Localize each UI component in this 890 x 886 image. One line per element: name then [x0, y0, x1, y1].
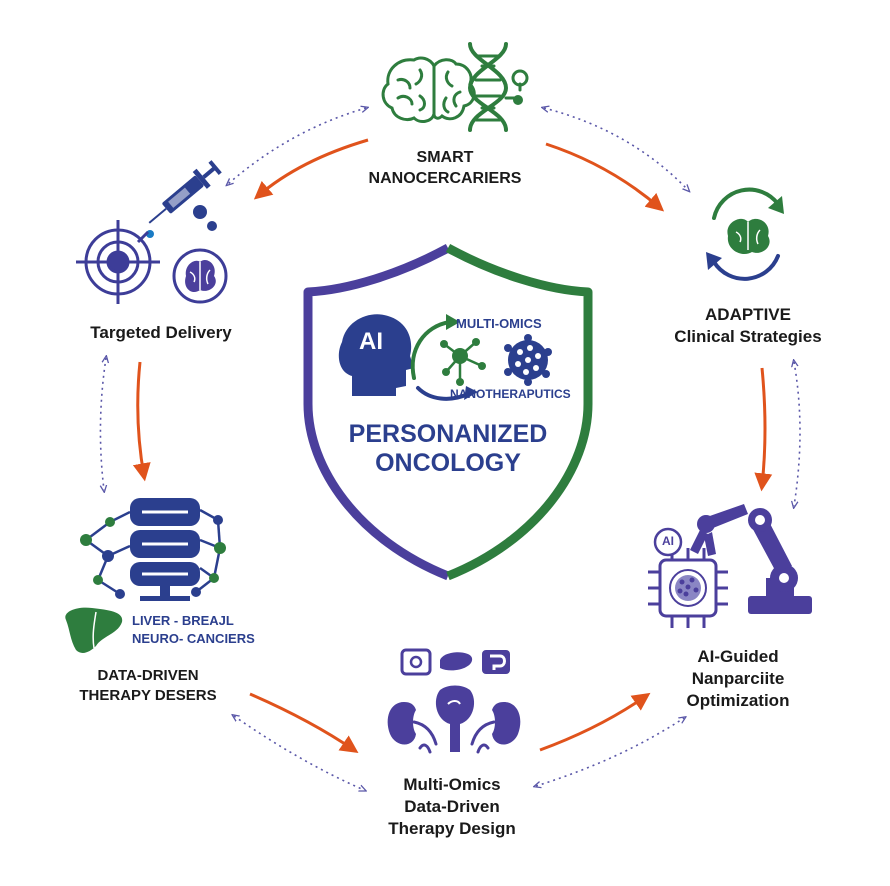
node-ai-guided-optimization: AI-Guided Nanparciite Optimization [686, 647, 790, 711]
node-targeted-delivery: Targeted Delivery [90, 323, 232, 342]
arrow-data-to-bottom [249, 692, 359, 754]
organs-icon [387, 648, 521, 754]
dotted-smart-adaptive [544, 108, 688, 190]
arrow-smart-to-adaptive [545, 142, 665, 212]
network-icon [80, 508, 226, 599]
arrow-targeted-to-data [132, 361, 151, 482]
target-icon [76, 220, 160, 304]
nanotherapeutics-label: NANOTHERAPUTICS [450, 387, 571, 401]
syringe-icon [146, 160, 222, 238]
chip-icon [648, 527, 728, 628]
multi-omics-label: MULTI-OMICS [456, 316, 542, 331]
robot-arm-icon [690, 504, 812, 614]
ai-head-label: AI [359, 328, 383, 355]
node-data-driven-design: DATA-DRIVEN THERAPY DESERS [79, 667, 217, 704]
nanoparticle-icon [504, 334, 552, 386]
center-title: PERSONANIZED ONCOLOGY [348, 420, 548, 477]
molecule-icon [440, 338, 486, 386]
cycle-arrows-center [410, 314, 478, 401]
brain-circle-icon [172, 248, 228, 304]
dotted-smart-targeted [228, 108, 366, 184]
node-smart-nanocarriers: SMART NANOCERCARIERS [368, 149, 522, 187]
node-multi-omics-design: Multi-Omics Data-Driven Therapy Design [388, 775, 516, 839]
cycle-arrows [99, 108, 801, 790]
dotted-data-bottom [234, 716, 364, 790]
brain-icon [381, 56, 476, 123]
liver-icon [65, 607, 123, 653]
arrow-ai-to-bottom [539, 692, 651, 752]
node-adaptive-strategies: ADAPTIVE Clinical Strategies [674, 305, 822, 347]
dna-icon [467, 42, 529, 132]
dotted-adaptive-ai [794, 362, 801, 506]
ai-chip-badge: AI [662, 534, 674, 548]
dotted-targeted-data [99, 358, 106, 490]
shield-icon [303, 244, 593, 581]
database-icon [130, 498, 200, 601]
dotted-ai-bottom [536, 718, 684, 786]
cancer-types-label: LIVER - BREAJL NEURO- CANCIERS [132, 613, 255, 646]
arrow-adaptive-to-ai [754, 367, 773, 492]
adaptive-cycle-icon [706, 187, 784, 281]
head-ai-icon [338, 314, 414, 396]
